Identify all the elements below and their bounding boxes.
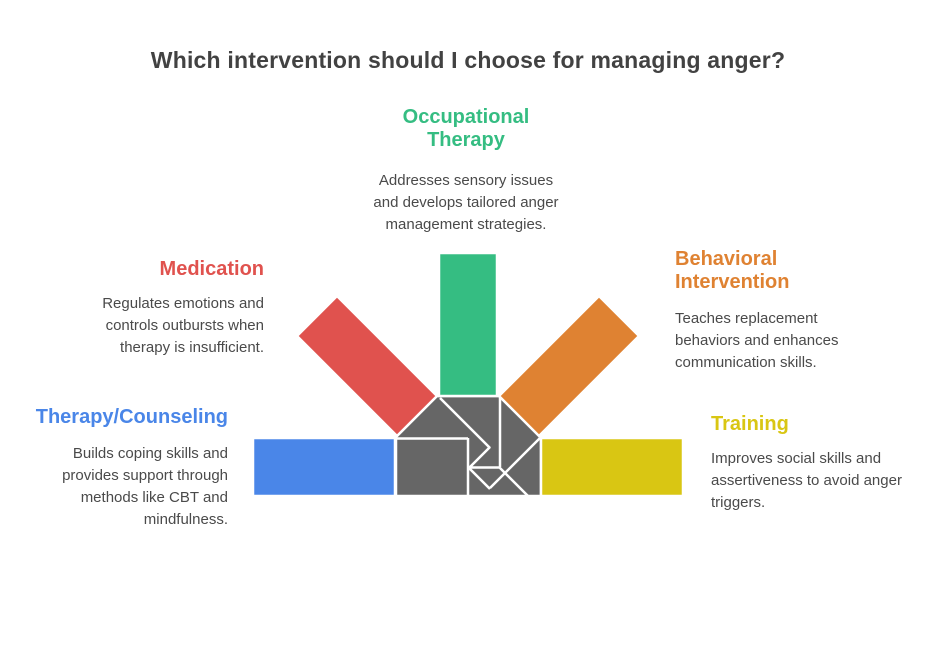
medication-description: Regulates emotions and controls outburst… (102, 295, 264, 356)
training-arrow-bar (539, 436, 685, 498)
section-occupational-therapy: Occupational Therapy Addresses sensory i… (341, 106, 591, 236)
medication-heading: Medication (159, 258, 264, 280)
section-medication: Medication Regulates emotions and contro… (38, 258, 264, 359)
occupational-therapy-arrow-bar (437, 251, 499, 398)
page-title: Which intervention should I choose for m… (150, 47, 786, 73)
behavioral-intervention-arrow-bar (497, 294, 641, 438)
section-therapy-counseling: Therapy/Counseling Builds coping skills … (24, 406, 228, 531)
training-description: Improves social skills and assertiveness… (711, 450, 902, 511)
section-behavioral-intervention: Behavioral Intervention Teaches replacem… (675, 248, 875, 374)
behavioral-intervention-heading: Behavioral Intervention (675, 248, 790, 293)
behavioral-intervention-description: Teaches replacement behaviors and enhanc… (675, 310, 839, 371)
occupational-therapy-description: Addresses sensory issues and develops ta… (373, 172, 559, 233)
medication-arrow-bar (295, 294, 439, 438)
therapy-counseling-description: Builds coping skills and provides suppor… (62, 445, 228, 528)
therapy-counseling-arrow-bar (251, 436, 397, 498)
training-heading: Training (711, 413, 789, 435)
knot-divider-lines (396, 397, 541, 497)
occupational-therapy-heading: Occupational Therapy (402, 106, 530, 151)
therapy-counseling-heading: Therapy/Counseling (35, 406, 228, 428)
section-training: Training Improves social skills and asse… (711, 413, 911, 514)
